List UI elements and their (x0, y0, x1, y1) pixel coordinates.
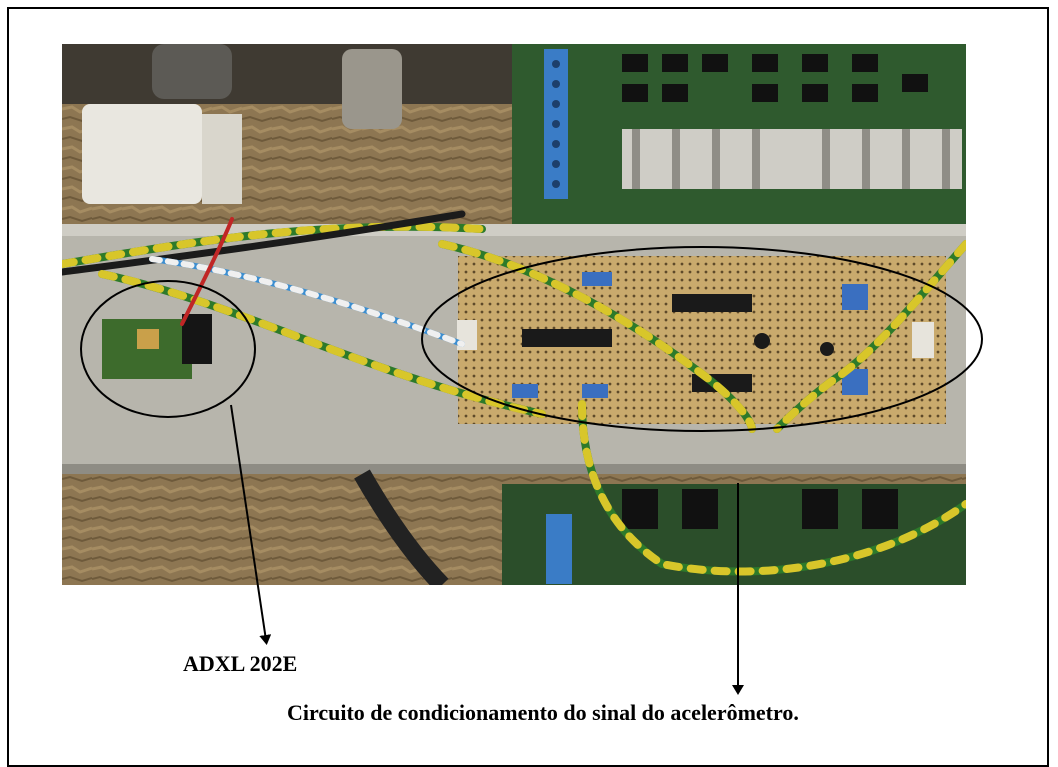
circuit-label: Circuito de condicionamento do sinal do … (287, 700, 799, 725)
hardware-photo (62, 44, 966, 585)
white-connector-block (82, 104, 202, 204)
sensor-label: ADXL 202E (183, 651, 298, 676)
